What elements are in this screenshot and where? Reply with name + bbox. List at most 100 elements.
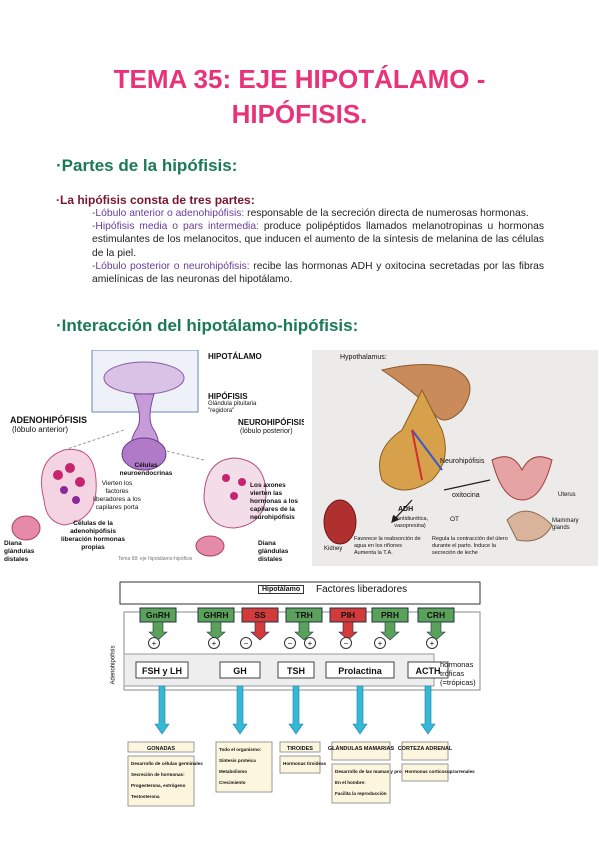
releaser-arrow — [294, 621, 314, 641]
label-favorece: Favorece la reabsorción de agua en los r… — [354, 536, 421, 556]
label-neurohipofisis-2: Neurohipófisis — [440, 458, 485, 465]
tropic-arrow — [352, 685, 368, 735]
releaser-arrow — [250, 621, 270, 641]
label-factores-liberadores: Factores liberadores — [316, 584, 408, 595]
figure-adh-oxytocin: Hypothalamus: Neurohipófisis oxitocina A… — [312, 350, 598, 566]
target-line: Progesterona, estrógeno — [131, 783, 186, 788]
tropic-hormone-label: FSH y LH — [142, 666, 182, 676]
sign-circle — [426, 637, 438, 649]
label-neuro-sub: (lóbulo posterior) — [240, 428, 293, 435]
target-line: Crecimiento — [219, 780, 246, 785]
target-title-box — [127, 741, 195, 753]
target-body-box — [215, 741, 273, 793]
sign-circle — [304, 637, 316, 649]
target-line: Hormonas tiroideas — [283, 761, 327, 766]
tropic-hormone-box — [325, 661, 395, 679]
releaser-label: PIH — [341, 610, 355, 620]
releaser-label: GHRH — [203, 610, 228, 620]
target-title: CORTEZA ADRENAL — [398, 746, 453, 752]
tropic-hormone-box — [135, 661, 189, 679]
part-term: -Hipófisis media o pars intermedia: — [92, 221, 259, 233]
section-heading-partes: ·Partes de la hipófisis: — [56, 156, 238, 175]
sign-symbol: + — [152, 639, 157, 648]
target-title-box — [279, 741, 321, 753]
tropic-hormone-label: Prolactina — [338, 666, 383, 676]
sign-symbol: + — [308, 639, 313, 648]
tropic-hormone-box — [407, 661, 449, 679]
part-posterior: -Lóbulo posterior o neurohipófisis: reci… — [92, 260, 544, 286]
target-line: Todo el organismo: — [219, 747, 262, 752]
part-anterior: -Lóbulo anterior o adenohipófisis: respo… — [92, 207, 544, 220]
target-body-box — [279, 755, 321, 774]
label-adeno-sub: (lóbulo anterior) — [12, 425, 69, 434]
label-hipotalamo: HIPOTÁLAMO — [208, 352, 262, 361]
label-vierten: Vierten los factores liberadores a los c… — [93, 480, 141, 511]
label-glandula: Glándula pituitaria — [208, 401, 257, 407]
sign-symbol: + — [430, 639, 435, 648]
part-term: -Lóbulo posterior o neurohipófisis: — [92, 260, 250, 272]
label-regidora: "regidora" — [208, 408, 235, 414]
label-diana-1: Diana glándulas distales — [4, 540, 35, 563]
tropic-hormone-label: ACTH — [416, 666, 441, 676]
target-line: Síntesis proteica — [219, 758, 256, 763]
releaser-label: SS — [254, 610, 266, 620]
label-ot: OT — [450, 516, 460, 523]
tropic-hormone-box — [219, 661, 261, 679]
releaser-arrow — [380, 621, 400, 641]
target-line: Facilita la reproducción — [335, 791, 387, 796]
label-celulas-neuro: Células neuroendocrinas — [119, 462, 173, 477]
label-hipotalamo-box: Hipotálamo — [258, 585, 305, 594]
sign-circle — [148, 637, 160, 649]
target-line: Desarrollo de células germinales — [131, 761, 203, 766]
tropic-arrow — [154, 685, 170, 735]
releaser-arrow — [426, 621, 446, 641]
label-mammary: Mammary glands — [552, 518, 579, 531]
label-adh-sub: (=antidiurética, vasopresina) — [391, 516, 429, 529]
releaser-label: GnRH — [146, 610, 170, 620]
releaser-arrow — [148, 621, 168, 641]
sign-symbol: + — [212, 639, 217, 648]
sign-circle — [374, 637, 386, 649]
sign-symbol: − — [244, 639, 249, 648]
page-title-line2: HIPÓFISIS. — [231, 99, 368, 129]
subheading-tres-partes: ·La hipófisis consta de tres partes: — [56, 193, 255, 207]
tropic-hormone-label: GH — [233, 666, 247, 676]
target-line: Hormonas corticosuprarrenales — [405, 769, 475, 774]
label-uterus: Uterus — [558, 492, 576, 498]
label-caption: Tema 68: eje hipotálamo-hipófisis — [118, 556, 193, 562]
parts-list: -Lóbulo anterior o adenohipófisis: respo… — [92, 207, 544, 286]
target-body-box — [127, 755, 195, 807]
target-title: GONADAS — [147, 746, 175, 752]
label-regula: Regula la contracción del útero durante … — [432, 536, 508, 556]
label-adenohipofisis-vertical: Adenohipófisis — [110, 645, 117, 685]
part-desc: responsable de la secreción directa de n… — [244, 208, 529, 219]
section-heading-interaccion: ·Interacción del hipotálamo-hipófisis: — [56, 316, 359, 335]
label-adenohipofisis: ADENOHIPÓFISIS — [10, 415, 88, 425]
label-adh: ADH — [398, 506, 414, 513]
part-media: -Hipófisis media o pars intermedia: prod… — [92, 220, 544, 260]
label-hypothalamus: Hypothalamus: — [340, 354, 387, 361]
tropic-arrow — [232, 685, 248, 735]
target-line: Secreción de hormonas: — [131, 772, 185, 777]
sign-circle — [340, 637, 352, 649]
sign-symbol: + — [378, 639, 383, 648]
label-axones: Los axones vierten las hormonas a los ca… — [250, 482, 299, 521]
tropic-hormone-box — [277, 661, 315, 679]
anatomy-drawing — [11, 350, 267, 557]
page-title-line1: TEMA 35: EJE HIPOTÁLAMO - — [113, 64, 486, 94]
tropic-arrow — [288, 685, 304, 735]
label-neurohipofisis: NEUROHIPÓFISIS — [238, 418, 304, 427]
part-desc: produce polipéptidos llamados melanotrop… — [92, 221, 544, 259]
target-title-box — [331, 741, 391, 761]
target-title-box — [401, 741, 449, 761]
label-kidney: Kidney — [324, 546, 343, 552]
sign-symbol: − — [288, 639, 293, 648]
hormone-drawing — [323, 363, 553, 545]
target-body-box — [331, 763, 391, 804]
sign-circle — [284, 637, 296, 649]
figure-hypothalamus-pituitary-anatomy: HIPOTÁLAMO HIPÓFISIS Glándula pituitaria… — [4, 350, 304, 570]
label-hormonas-troficas: hormonas tróficas (=trópicas) — [440, 660, 476, 687]
label-hipofisis: HIPÓFISIS — [208, 392, 248, 401]
